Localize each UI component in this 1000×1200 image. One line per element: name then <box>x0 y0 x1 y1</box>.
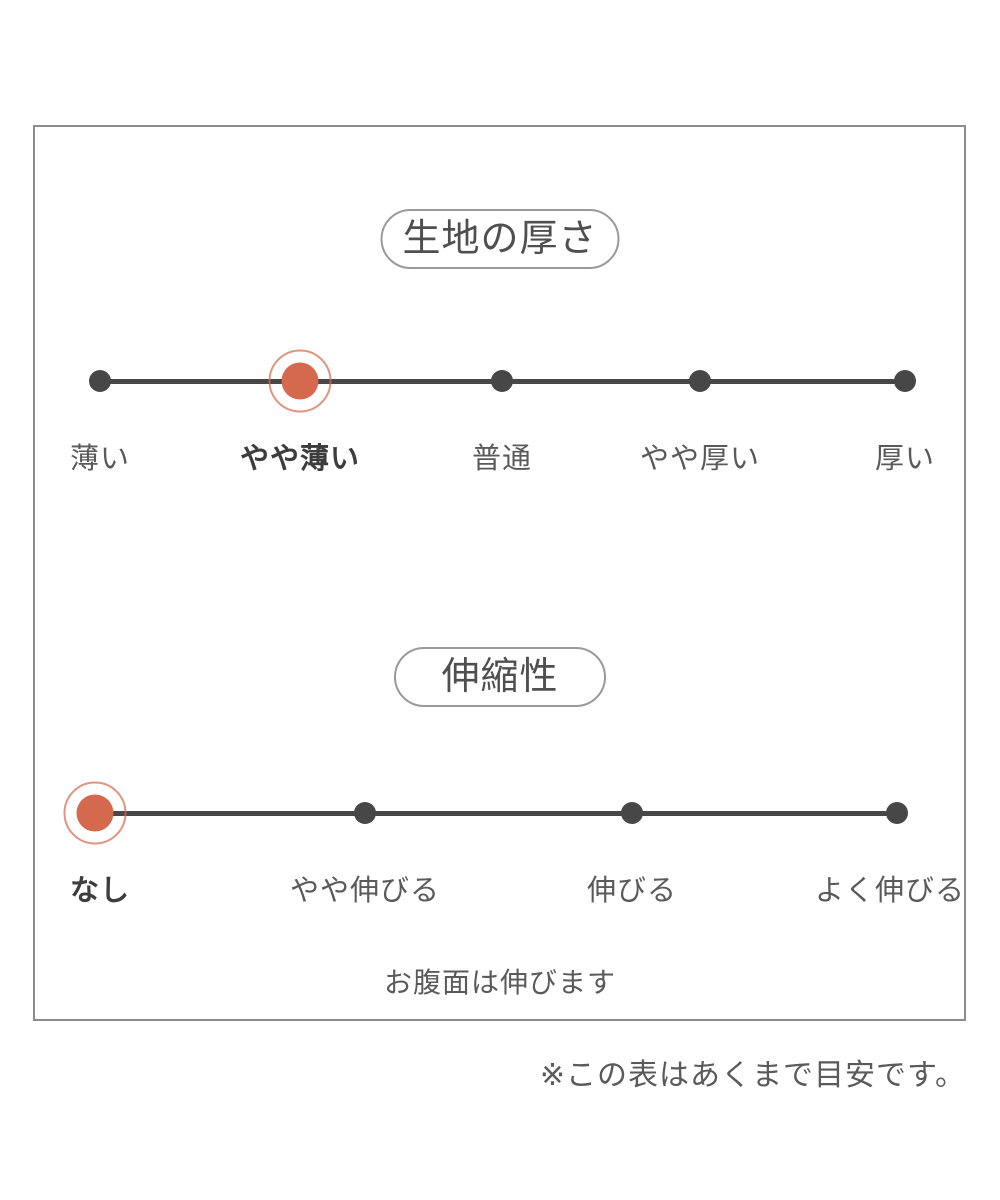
elasticity-label-2: 伸びる <box>586 875 678 907</box>
elasticity-dot-0 <box>63 781 127 845</box>
elasticity-label-1: やや伸びる <box>289 875 441 907</box>
thickness-label-2: 普通 <box>471 443 533 475</box>
thickness-label-1: やや薄い <box>239 443 361 475</box>
elasticity-dot-3 <box>886 802 908 824</box>
elasticity-title-badge: 伸縮性 <box>394 647 606 707</box>
thickness-dot-1 <box>268 349 332 413</box>
chart-frame <box>33 125 966 1021</box>
elasticity-dot-2 <box>621 802 643 824</box>
thickness-title-badge: 生地の厚さ <box>380 209 620 269</box>
thickness-label-0: 薄い <box>69 443 131 475</box>
thickness-title: 生地の厚さ <box>402 218 598 260</box>
elasticity-note: お腹面は伸びます <box>383 967 617 998</box>
thickness-label-4: 厚い <box>874 443 936 475</box>
thickness-dot-3 <box>689 370 711 392</box>
elasticity-scale-line <box>95 811 897 816</box>
disclaimer-note: ※この表はあくまで目安です。 <box>539 1059 966 1092</box>
elasticity-dot-1 <box>354 802 376 824</box>
thickness-dot-4 <box>894 370 916 392</box>
thickness-dot-2 <box>491 370 513 392</box>
thickness-dot-0 <box>89 370 111 392</box>
elasticity-title: 伸縮性 <box>441 656 559 698</box>
thickness-label-3: やや厚い <box>639 443 761 475</box>
elasticity-label-0: なし <box>69 875 131 907</box>
elasticity-label-3: よく伸びる <box>814 875 966 907</box>
